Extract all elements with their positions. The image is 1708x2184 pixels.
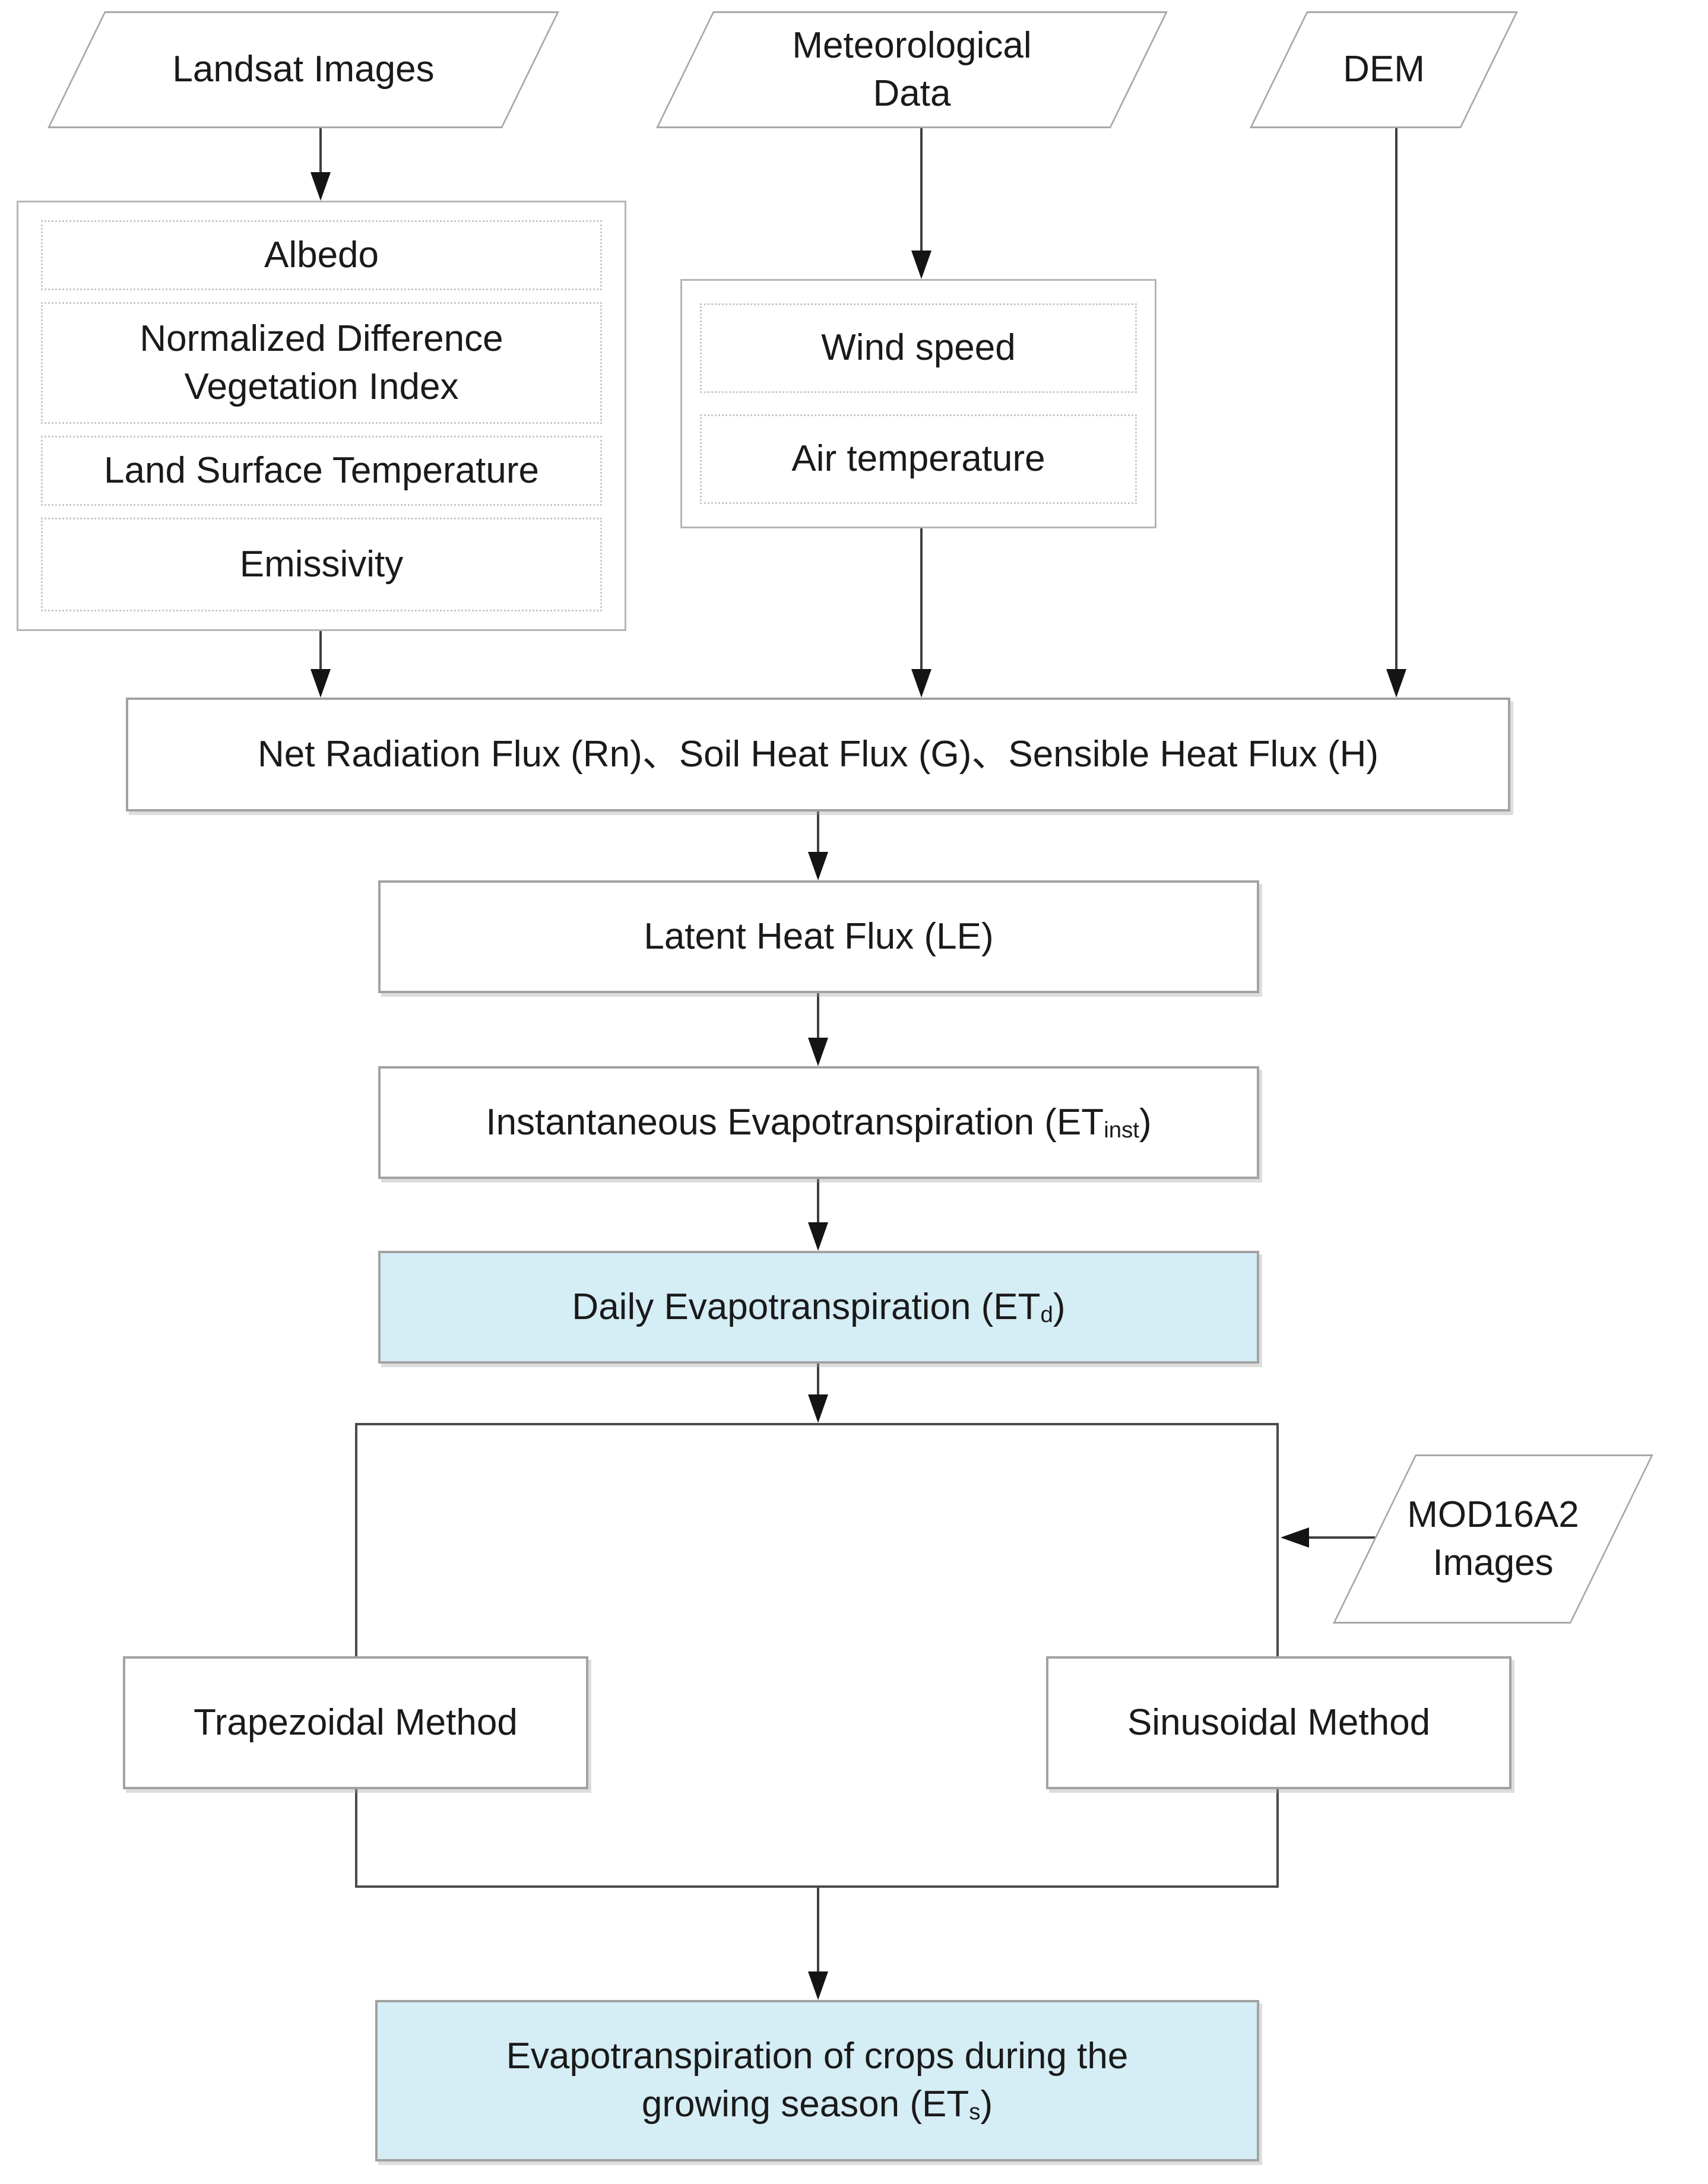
daily-et-label-text: Daily Evapotranspiration (ETd): [572, 1283, 1065, 1332]
node-mod16a2-images: MOD16A2 Images: [1332, 1454, 1653, 1624]
mod16a2-label-text: MOD16A2 Images: [1407, 1494, 1579, 1583]
group-meteorological-variables: Wind speed Air temperature: [680, 279, 1156, 528]
node-dem-label: DEM: [1250, 11, 1518, 128]
connector-landsat-to-derived: [319, 128, 322, 175]
connector-dem-to-fluxes: [1395, 128, 1398, 671]
heat-fluxes-label-text: Net Radiation Flux (Rn)、Soil Heat Flux (…: [257, 733, 1379, 775]
node-wind-speed: Wind speed: [700, 303, 1137, 393]
node-dem: DEM: [1249, 11, 1518, 128]
connector-methods-to-final: [817, 1888, 819, 1974]
ndvi-label-text: Normalized Difference Vegetation Index: [140, 318, 503, 407]
met-label-text: Meteorological Data: [792, 24, 1032, 114]
connector-inst-to-daily: [817, 1179, 819, 1225]
connector-le-to-inst: [817, 993, 819, 1040]
arrowhead-down-icon: [911, 669, 931, 698]
node-albedo: Albedo: [41, 220, 602, 290]
arrowhead-down-icon: [1386, 669, 1406, 698]
instantaneous-et-prefix: Instantaneous Evapotranspiration (ET: [486, 1101, 1104, 1143]
connector-mod-to-methods: [1306, 1536, 1377, 1539]
arrowhead-down-icon: [808, 1222, 828, 1251]
node-meteorological-data: Meteorological Data: [655, 11, 1168, 128]
arrowhead-down-icon: [808, 1971, 828, 2000]
connector-fluxes-to-le: [817, 812, 819, 854]
node-land-surface-temperature: Land Surface Temperature: [41, 436, 602, 506]
arrowhead-down-icon: [310, 172, 331, 201]
group-landsat-derived-variables: Albedo Normalized Difference Vegetation …: [17, 201, 626, 631]
daily-et-prefix: Daily Evapotranspiration (ET: [572, 1286, 1041, 1327]
instantaneous-et-label-text: Instantaneous Evapotranspiration (ETinst…: [486, 1099, 1151, 1147]
dem-label-text: DEM: [1343, 49, 1425, 90]
node-latent-heat-flux: Latent Heat Flux (LE): [378, 880, 1259, 993]
final-et-label-text: Evapotranspiration of crops during the g…: [455, 2033, 1180, 2128]
connector-met-to-variables: [920, 128, 923, 253]
final-et-suffix: ): [980, 2084, 993, 2125]
final-et-prefix: Evapotranspiration of crops during the g…: [506, 2036, 1129, 2125]
node-emissivity: Emissivity: [41, 518, 602, 611]
node-instantaneous-evapotranspiration: Instantaneous Evapotranspiration (ETinst…: [378, 1066, 1259, 1179]
node-daily-evapotranspiration: Daily Evapotranspiration (ETd): [378, 1251, 1259, 1364]
landsat-label-text: Landsat Images: [172, 49, 435, 90]
arrowhead-down-icon: [808, 1394, 828, 1423]
node-trapezoidal-method: Trapezoidal Method: [123, 1656, 588, 1789]
air-temperature-label-text: Air temperature: [791, 438, 1045, 480]
lst-label-text: Land Surface Temperature: [104, 449, 539, 491]
arrowhead-down-icon: [808, 1038, 828, 1066]
wind-speed-label-text: Wind speed: [821, 327, 1016, 369]
connector-derived-to-fluxes: [319, 631, 322, 671]
arrowhead-down-icon: [310, 669, 331, 698]
emissivity-label-text: Emissivity: [239, 543, 404, 585]
final-et-subscript: s: [969, 2099, 981, 2125]
arrowhead-left-icon: [1281, 1527, 1309, 1548]
node-landsat-images: Landsat Images: [47, 11, 559, 128]
arrowhead-down-icon: [911, 251, 931, 279]
node-ndvi: Normalized Difference Vegetation Index: [41, 302, 602, 424]
connector-variables-to-fluxes: [920, 528, 923, 671]
node-heat-fluxes: Net Radiation Flux (Rn)、Soil Heat Flux (…: [126, 698, 1510, 812]
node-growing-season-evapotranspiration: Evapotranspiration of crops during the g…: [375, 2000, 1259, 2161]
node-mod16a2-images-label: MOD16A2 Images: [1333, 1454, 1653, 1624]
node-sinusoidal-method: Sinusoidal Method: [1046, 1656, 1511, 1789]
latent-heat-flux-label-text: Latent Heat Flux (LE): [644, 915, 994, 957]
daily-et-suffix: ): [1053, 1286, 1066, 1327]
trapezoidal-method-label-text: Trapezoidal Method: [194, 1701, 518, 1743]
connector-daily-to-methods: [817, 1364, 819, 1397]
arrowhead-down-icon: [808, 852, 828, 880]
sinusoidal-method-label-text: Sinusoidal Method: [1127, 1701, 1431, 1743]
node-landsat-images-label: Landsat Images: [47, 11, 559, 128]
node-meteorological-data-label: Meteorological Data: [656, 11, 1168, 128]
instantaneous-et-suffix: ): [1139, 1101, 1152, 1143]
instantaneous-et-subscript: inst: [1104, 1117, 1139, 1143]
node-air-temperature: Air temperature: [700, 414, 1137, 504]
albedo-label-text: Albedo: [264, 234, 379, 275]
daily-et-subscript: d: [1040, 1302, 1053, 1328]
container-upscaling-methods: [355, 1423, 1279, 1888]
